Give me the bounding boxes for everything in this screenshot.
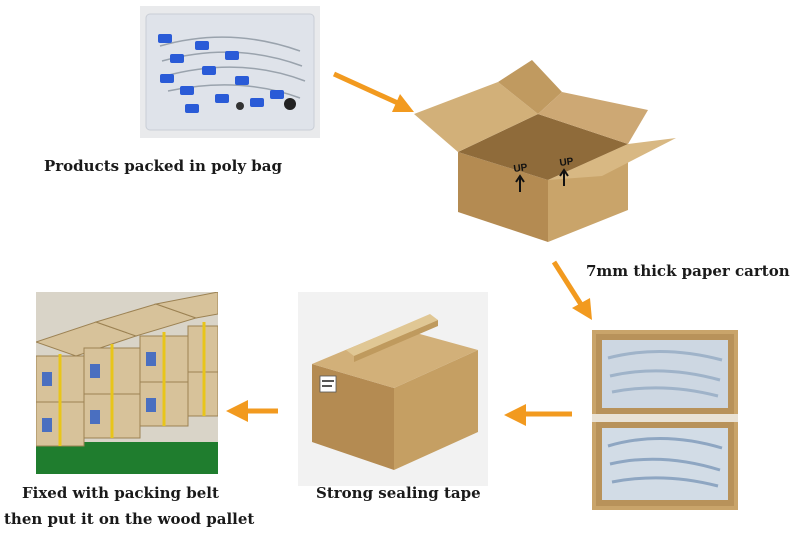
- arrow-left-icon: [504, 404, 572, 426]
- sealing-tape-photo: [298, 292, 488, 486]
- arrow-left-icon: [226, 400, 278, 422]
- paper-carton-caption: 7mm thick paper carton: [586, 262, 790, 280]
- up-marking-1: UP: [513, 162, 529, 175]
- arrow-down-right-icon: [551, 260, 592, 320]
- poly-bag-caption: Products packed in poly bag: [44, 157, 282, 175]
- up-marking-2: UP: [559, 156, 575, 169]
- paper-carton-illustration: UP UP: [412, 52, 678, 246]
- arrow-right-down-icon: [332, 71, 414, 112]
- carton-filled-photo: [592, 330, 738, 510]
- sealing-tape-caption: Strong sealing tape: [316, 484, 481, 502]
- pallet-photo: [36, 292, 218, 474]
- pallet-caption-line2: then put it on the wood pallet: [4, 510, 255, 528]
- poly-bag-photo: [140, 6, 320, 138]
- pallet-caption-line1: Fixed with packing belt: [22, 484, 219, 502]
